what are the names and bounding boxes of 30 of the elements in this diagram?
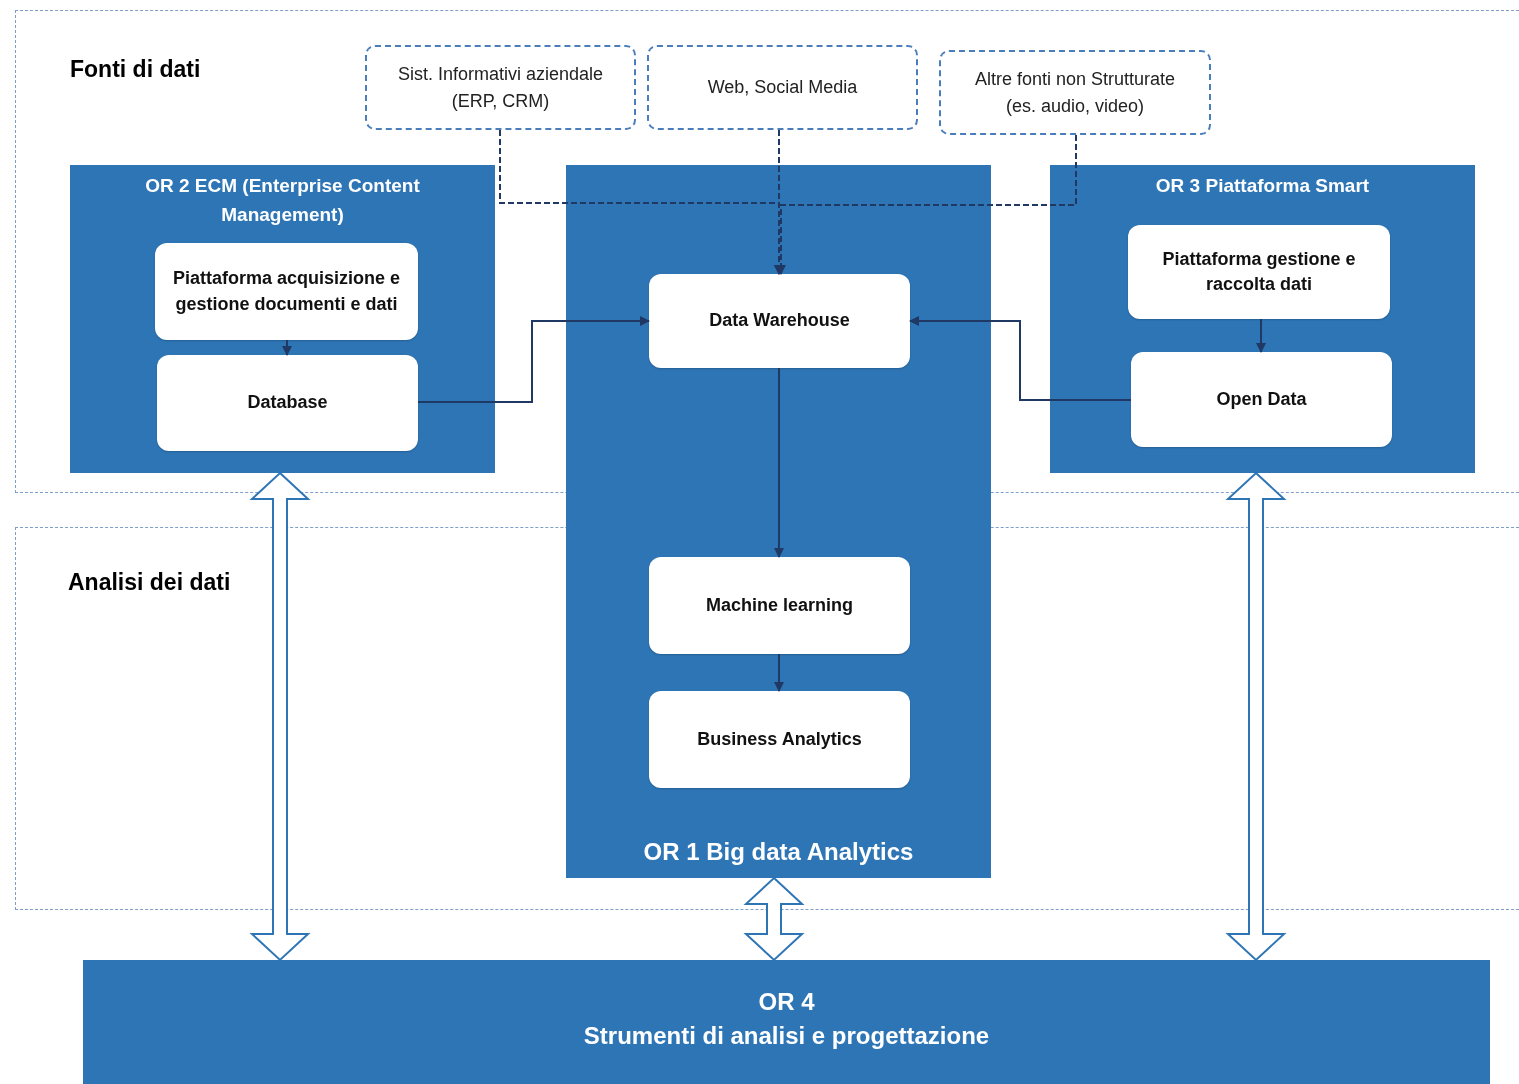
section-heading: Fonti di dati bbox=[70, 56, 201, 83]
process-box: Database bbox=[157, 355, 418, 451]
panel-title: Strumenti di analisi e progettazione bbox=[583, 1022, 990, 1050]
arrow bbox=[1256, 318, 1266, 353]
double-block-arrow bbox=[1225, 471, 1287, 962]
panel-title: OR 1 Big data Analytics bbox=[642, 837, 915, 867]
data-source-box: Web, Social Media bbox=[647, 45, 918, 130]
panel-title: OR 4 bbox=[758, 988, 815, 1016]
arrow bbox=[282, 339, 292, 356]
process-box: Piattaforma acquisizione e gestione documenti e dati bbox=[155, 243, 418, 340]
process-box: Piattaforma gestione e raccolta dati bbox=[1128, 225, 1390, 319]
arrow bbox=[774, 367, 784, 558]
double-block-arrow bbox=[743, 876, 805, 962]
arrow bbox=[417, 316, 650, 403]
module-panel bbox=[1050, 165, 1475, 473]
module-panel bbox=[70, 165, 495, 473]
double-block-arrow bbox=[249, 471, 311, 962]
process-box: Machine learning bbox=[649, 557, 910, 654]
panel-title: OR 3 Piattaforma Smart bbox=[1154, 174, 1371, 198]
data-source-box: Sist. Informativi aziendale (ERP, CRM) bbox=[365, 45, 636, 130]
process-box: Data Warehouse bbox=[649, 274, 910, 368]
arrow bbox=[909, 316, 1132, 401]
data-source-box: Altre fonti non Strutturate (es. audio, video) bbox=[939, 50, 1211, 135]
panel-title: OR 2 ECM (Enterprise Content Management) bbox=[144, 174, 421, 227]
arrow bbox=[774, 653, 784, 692]
section-heading: Analisi dei dati bbox=[68, 569, 231, 596]
process-box: Open Data bbox=[1131, 352, 1392, 447]
process-box: Business Analytics bbox=[649, 691, 910, 788]
module-panel bbox=[83, 960, 1490, 1084]
module-panel bbox=[566, 165, 991, 878]
